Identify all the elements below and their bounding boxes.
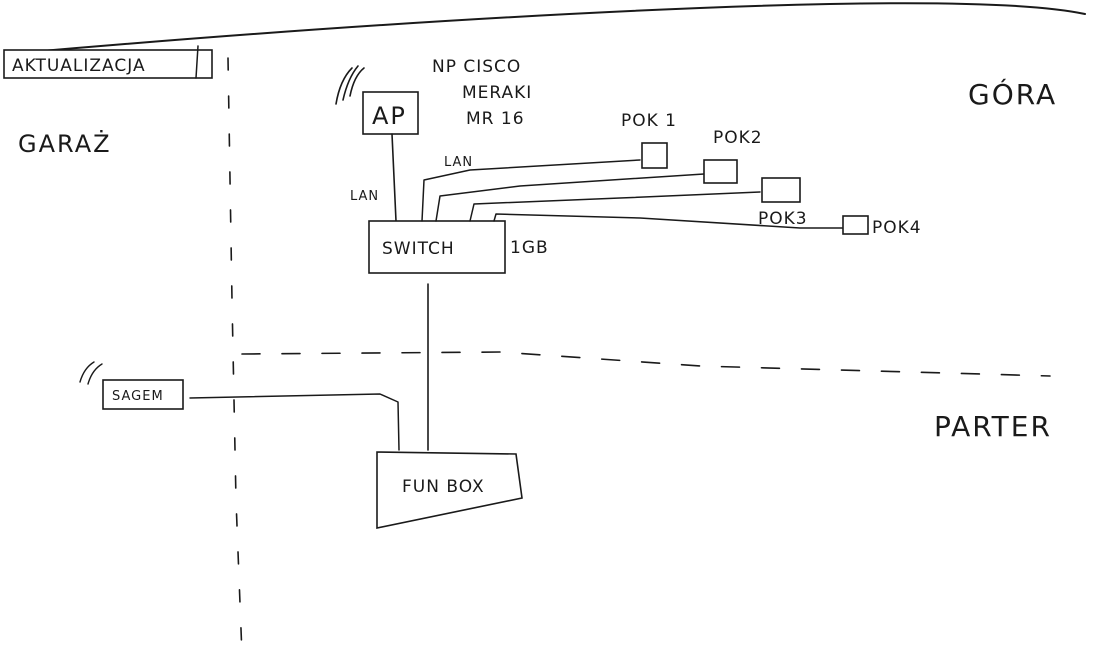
header-frame-line — [195, 45, 199, 79]
header-box: AKTUALIZACJA — [3, 45, 213, 79]
zone-divider-horizontal — [241, 351, 1051, 377]
ap-model-line-1: NP CISCO — [432, 57, 521, 77]
pok1-box — [641, 142, 668, 169]
paper-edge-line — [29, 2, 1086, 53]
room-pok4: POK4 — [842, 215, 922, 238]
room-pok2: POK2 — [703, 128, 763, 184]
funbox-node: FUN BOX — [376, 451, 523, 529]
zone-label-gora: GÓRA — [968, 77, 1057, 111]
cable-pok1 — [421, 159, 641, 222]
cable-pok3 — [469, 191, 761, 222]
ap-node: AP — [362, 91, 419, 135]
header-label: AKTUALIZACJA — [12, 56, 146, 76]
switch-label: SWITCH — [382, 239, 455, 259]
pok2-label: POK2 — [713, 128, 763, 148]
sagem-funbox-link — [189, 393, 400, 451]
switch-speed: 1GB — [510, 238, 549, 258]
switch-node: SWITCH 1GB — [368, 220, 549, 274]
ap-label: AP — [372, 102, 407, 130]
sagem-antenna-icon — [79, 361, 103, 385]
switch-box — [368, 220, 506, 274]
zone-label-garaz: GARAŻ — [18, 129, 112, 158]
ap-model-line-2: MERAKI — [462, 83, 532, 103]
room-pok3: POK3 — [758, 177, 808, 229]
funbox-box — [376, 451, 523, 529]
sagem-label: SAGEM — [112, 389, 164, 404]
cable-pok4 — [493, 213, 843, 229]
pok4-label: POK4 — [872, 218, 922, 238]
sagem-node: SAGEM — [79, 361, 184, 410]
zone-divider-vertical — [227, 57, 243, 656]
antenna-icon — [335, 65, 365, 105]
pok1-label: POK 1 — [621, 111, 677, 131]
pok3-label: POK3 — [758, 209, 808, 229]
ap-box — [362, 91, 419, 135]
sagem-box — [102, 379, 184, 410]
zone-label-parter: PARTER — [934, 410, 1052, 443]
cable-pok2 — [435, 173, 705, 222]
pok4-box — [842, 215, 869, 235]
ap-switch-link-label: LAN — [350, 189, 379, 204]
room-pok1: POK 1 — [621, 111, 677, 169]
ap-model-line-3: MR 16 — [466, 109, 525, 129]
funbox-label: FUN BOX — [402, 477, 485, 497]
pok3-box — [761, 177, 801, 203]
switch-rooms-link-label: LAN — [444, 155, 473, 170]
ap-switch-link — [391, 133, 397, 222]
pok2-box — [703, 159, 738, 184]
header-frame — [3, 49, 213, 79]
